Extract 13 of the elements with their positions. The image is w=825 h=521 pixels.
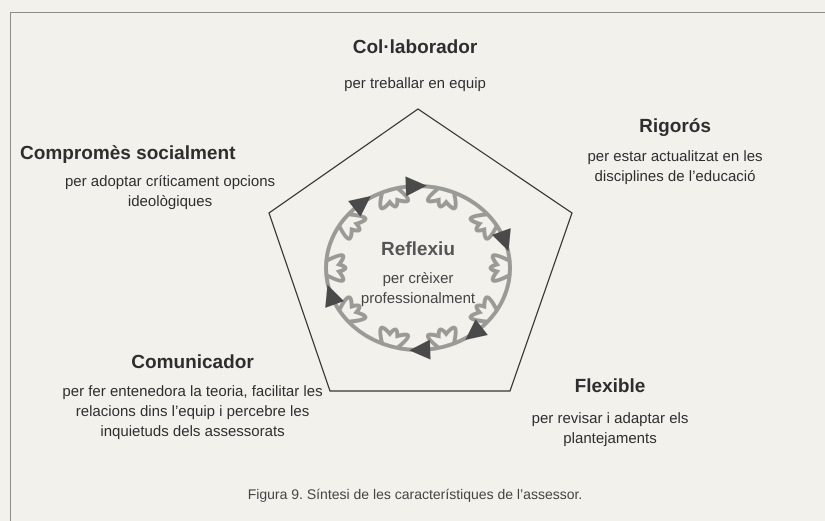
heading-text: Col·laborador [352, 36, 478, 60]
heading-text: Flexible [574, 375, 646, 399]
description-text: per fer entenedora la teoria, facilitar les relacions dins l’equip i percebre les inquietuds dels assessorats [61, 382, 324, 442]
description-text: per adoptar críticament opcions ideològiques [64, 172, 276, 212]
heading-text: Comunicador [130, 351, 255, 375]
heading-text: Reflexiu [381, 238, 455, 262]
description-text: per estar actualitzat en les disciplines de l’educació [586, 147, 764, 187]
heading-text: Rigorós [638, 115, 712, 139]
description-text: per revisar i adaptar els plantejaments [530, 409, 690, 449]
heading-text: Compromès socialment [20, 142, 236, 166]
figure-caption: Figura 9. Síntesi de les característiques de l’assessor. [246, 485, 584, 504]
description-text: per crèixer professionalment [360, 268, 476, 308]
description-text: per treballar en equip [343, 74, 487, 94]
